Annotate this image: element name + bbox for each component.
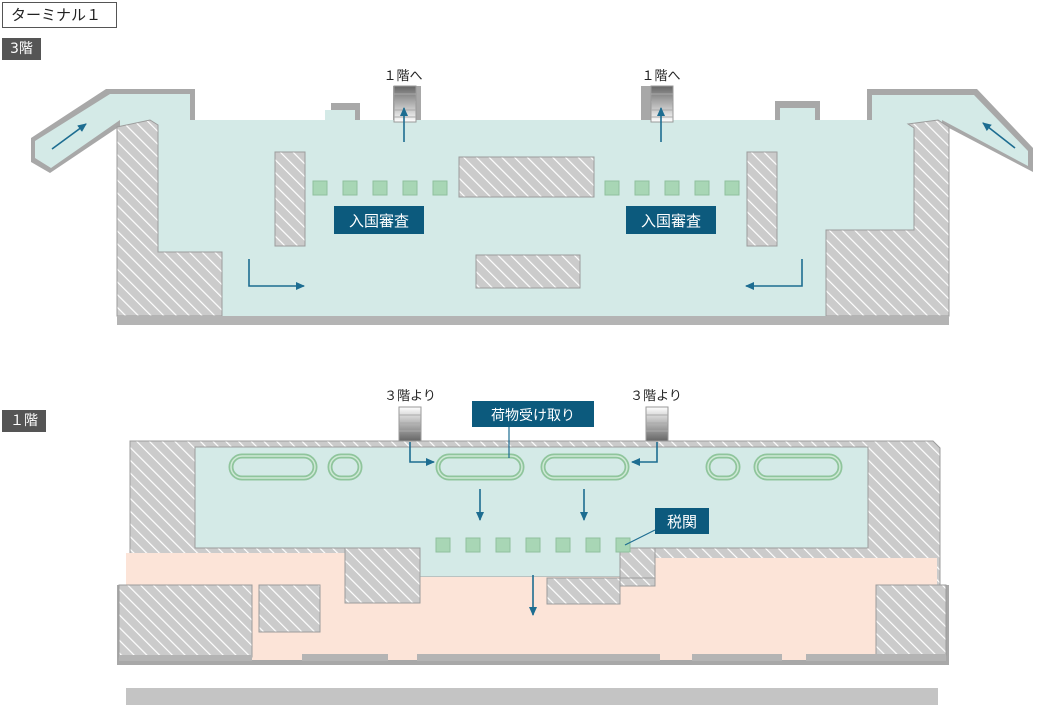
customs-booth-icon <box>435 537 451 553</box>
floor3-pillar-right <box>746 151 778 247</box>
immigration-booth-icon <box>724 180 740 196</box>
floor3-central-block <box>458 156 595 198</box>
floor3-stairs-label-right: １階へ <box>641 69 680 84</box>
customs-booth-icon <box>495 537 511 553</box>
floor1-bottom-road <box>126 688 938 705</box>
customs-booth-icon <box>525 537 541 553</box>
direction-arrow-icon <box>51 123 87 150</box>
floor1-stairs-label-left: ３階より <box>384 389 436 404</box>
customs-label: 税関 <box>624 508 709 546</box>
floor1-block <box>619 547 656 579</box>
customs-booth-icon <box>555 537 571 553</box>
direction-arrow-icon <box>745 259 803 290</box>
direction-arrow-icon <box>631 442 658 466</box>
floor3-bottom-wall <box>117 316 949 325</box>
floor1-block <box>619 577 656 587</box>
floor1-arrival-lobby-main <box>119 553 937 660</box>
terminal-title: ターミナル１ <box>2 2 117 28</box>
immigration-booth-icon <box>604 180 620 196</box>
staircase-icon <box>398 406 422 442</box>
direction-arrow-icon <box>409 442 435 466</box>
immigration-booth-icon <box>342 180 358 196</box>
staircase-icon <box>650 85 674 123</box>
immigration-booth-icon <box>432 180 448 196</box>
floor3-pillar-left <box>274 151 306 247</box>
immigration-label-left: 入国審査 <box>334 206 424 234</box>
immigration-booths-right <box>604 180 740 196</box>
floor1-block <box>875 584 947 656</box>
svg-text:荷物受け取り: 荷物受け取り <box>491 408 575 424</box>
immigration-booths-left <box>312 180 448 196</box>
staircase-icon <box>645 406 669 442</box>
floor1-bottom-wall <box>119 654 946 661</box>
floor1-stairs-label-right: ３階より <box>630 389 682 404</box>
immigration-booth-icon <box>312 180 328 196</box>
customs-booth-icon <box>615 537 631 553</box>
immigration-booth-icon <box>372 180 388 196</box>
immigration-booth-icon <box>694 180 710 196</box>
immigration-booth-icon <box>634 180 650 196</box>
direction-arrow-icon <box>982 122 1016 149</box>
direction-arrow-icon <box>248 259 305 290</box>
floor3-lower-block <box>475 254 581 289</box>
staircase-icon <box>393 85 417 123</box>
customs-booths <box>435 537 631 553</box>
floor3-stairs-label-left: １階へ <box>383 69 422 84</box>
customs-booth-icon <box>465 537 481 553</box>
floor3-plan <box>31 86 1033 325</box>
immigration-booth-icon <box>664 180 680 196</box>
customs-booth-icon <box>585 537 601 553</box>
svg-text:入国審査: 入国審査 <box>349 212 409 230</box>
floor3-tag: 3階 <box>2 38 41 60</box>
baggage-claim-label: 荷物受け取り <box>472 401 594 458</box>
floor1-block <box>258 584 321 633</box>
floor1-block <box>118 584 253 658</box>
immigration-label-right: 入国審査 <box>626 206 716 234</box>
svg-text:税関: 税関 <box>667 513 697 531</box>
svg-text:入国審査: 入国審査 <box>641 212 701 230</box>
floor1-tag: １階 <box>2 410 46 432</box>
immigration-booth-icon <box>402 180 418 196</box>
floor1-block <box>546 577 621 605</box>
floor1-block <box>344 547 421 604</box>
